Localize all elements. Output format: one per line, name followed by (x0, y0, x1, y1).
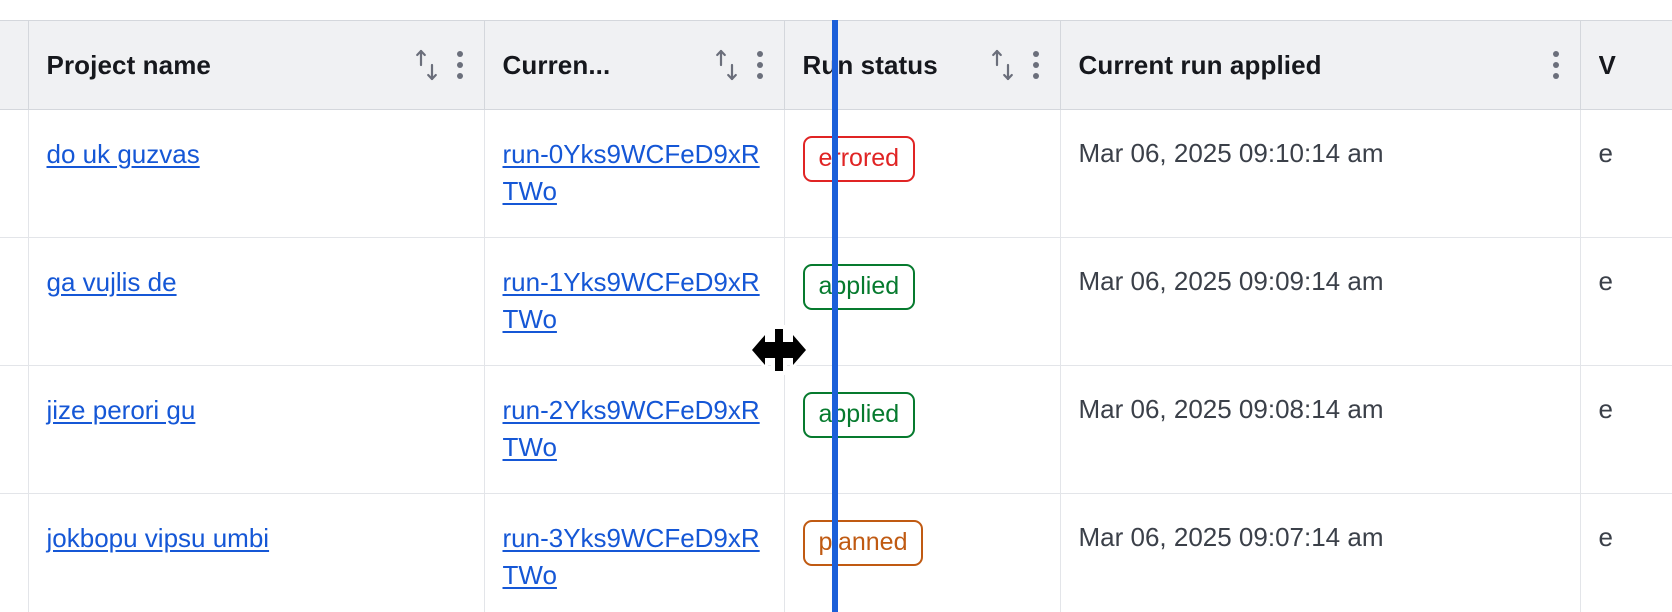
cell-current-run-applied: Mar 06, 2025 09:08:14 am (1060, 365, 1581, 494)
cell-run-status: applied (784, 237, 1061, 366)
column-header-current-run[interactable]: Curren... (484, 20, 785, 110)
cell-run-status: applied (784, 365, 1061, 494)
current-run-applied-text: Mar 06, 2025 09:07:14 am (1078, 522, 1384, 552)
cell-current-run: run-0Yks9WCFeD9xRTWo (484, 109, 785, 238)
column-header-select (0, 20, 29, 110)
column-menu-icon[interactable] (756, 50, 764, 80)
cell-project-name: jokbopu vipsu umbi (28, 493, 485, 612)
sort-icon[interactable] (714, 48, 740, 82)
column-menu-icon[interactable] (1552, 50, 1560, 80)
cell-extra: e (1580, 365, 1672, 494)
cell-extra: e (1580, 493, 1672, 612)
current-run-link[interactable]: run-2Yks9WCFeD9xRTWo (502, 395, 760, 462)
status-badge: errored (802, 136, 916, 182)
cell-project-name: jize perori gu (28, 365, 485, 494)
current-run-link[interactable]: run-0Yks9WCFeD9xRTWo (502, 139, 760, 206)
current-run-link[interactable]: run-1Yks9WCFeD9xRTWo (502, 267, 760, 334)
column-header-label-current-run-applied: Current run applied (1078, 49, 1322, 80)
project-name-link[interactable]: jokbopu vipsu umbi (46, 523, 270, 553)
cell-project-name: do uk guzvas (28, 109, 485, 238)
row-select-cell[interactable] (0, 365, 29, 494)
column-header-run-status[interactable]: Run status (784, 20, 1061, 110)
current-run-link[interactable]: run-3Yks9WCFeD9xRTWo (502, 523, 760, 590)
table-scroll-region[interactable]: Project name (0, 20, 1672, 612)
column-header-label-project-name: Project name (46, 49, 211, 80)
project-name-link[interactable]: do uk guzvas (46, 139, 200, 169)
cell-current-run-applied: Mar 06, 2025 09:07:14 am (1060, 493, 1581, 612)
table-row[interactable]: jokbopu vipsu umbi run-3Yks9WCFeD9xRTWo … (0, 493, 1672, 612)
column-menu-icon[interactable] (1032, 50, 1040, 80)
current-run-applied-text: Mar 06, 2025 09:10:14 am (1078, 138, 1384, 168)
column-header-label-current-run: Curren... (502, 49, 611, 80)
projects-table: Project name (0, 20, 1672, 612)
column-menu-icon[interactable] (456, 50, 464, 80)
current-run-applied-text: Mar 06, 2025 09:09:14 am (1078, 266, 1384, 296)
cell-run-status: errored (784, 109, 1061, 238)
sort-icon[interactable] (414, 48, 440, 82)
status-badge: applied (802, 392, 916, 438)
cell-project-name: ga vujlis de (28, 237, 485, 366)
extra-text: e (1598, 522, 1613, 552)
row-select-cell[interactable] (0, 109, 29, 238)
cell-extra: e (1580, 237, 1672, 366)
project-name-link[interactable]: jize perori gu (46, 395, 196, 425)
extra-text: e (1598, 266, 1613, 296)
column-header-current-run-applied[interactable]: Current run applied (1060, 20, 1581, 110)
table-row[interactable]: do uk guzvas run-0Yks9WCFeD9xRTWo errore… (0, 109, 1672, 238)
table-header: Project name (0, 20, 1672, 110)
column-header-project-name[interactable]: Project name (28, 20, 485, 110)
row-select-cell[interactable] (0, 237, 29, 366)
extra-text: e (1598, 138, 1613, 168)
status-badge: applied (802, 264, 916, 310)
table-body: do uk guzvas run-0Yks9WCFeD9xRTWo errore… (0, 109, 1672, 612)
row-select-cell[interactable] (0, 493, 29, 612)
cell-extra: e (1580, 109, 1672, 238)
column-header-label-run-status: Run status (802, 49, 938, 80)
cell-current-run-applied: Mar 06, 2025 09:10:14 am (1060, 109, 1581, 238)
column-header-label-extra: V (1598, 49, 1616, 80)
table-row[interactable]: jize perori gu run-2Yks9WCFeD9xRTWo appl… (0, 365, 1672, 494)
cell-current-run-applied: Mar 06, 2025 09:09:14 am (1060, 237, 1581, 366)
sort-icon[interactable] (990, 48, 1016, 82)
status-badge: planned (802, 520, 924, 566)
table-row[interactable]: ga vujlis de run-1Yks9WCFeD9xRTWo applie… (0, 237, 1672, 366)
cell-current-run: run-3Yks9WCFeD9xRTWo (484, 493, 785, 612)
cell-current-run: run-1Yks9WCFeD9xRTWo (484, 237, 785, 366)
column-header-extra[interactable]: V (1580, 20, 1672, 110)
cell-current-run: run-2Yks9WCFeD9xRTWo (484, 365, 785, 494)
current-run-applied-text: Mar 06, 2025 09:08:14 am (1078, 394, 1384, 424)
extra-text: e (1598, 394, 1613, 424)
cell-run-status: planned (784, 493, 1061, 612)
header-row: Project name (0, 20, 1672, 110)
project-name-link[interactable]: ga vujlis de (46, 267, 177, 297)
